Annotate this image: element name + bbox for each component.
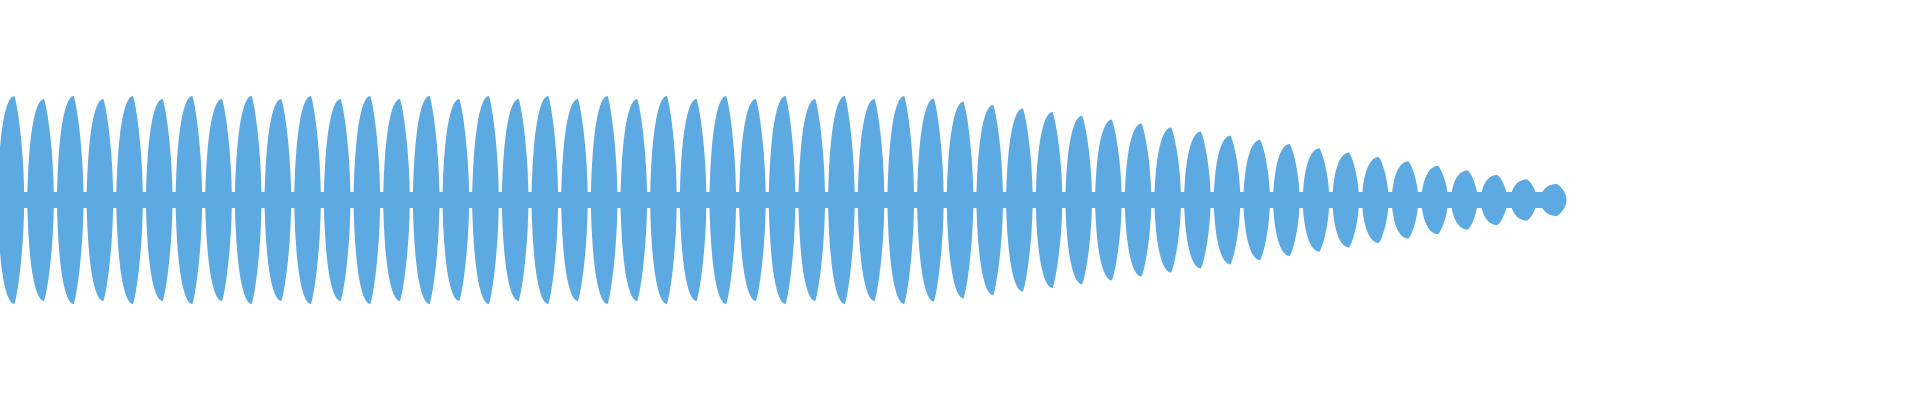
waveform-segment — [205, 99, 232, 301]
waveform-segment — [679, 99, 707, 301]
waveform-segment — [27, 99, 54, 301]
waveform-segment — [1124, 123, 1152, 277]
waveform-segment — [590, 96, 618, 304]
waveform-segment — [1302, 148, 1330, 252]
waveform-segment — [442, 99, 470, 301]
waveform-segment — [1213, 135, 1241, 265]
waveform-segment — [827, 96, 855, 304]
waveform-segment — [1421, 165, 1448, 235]
waveform-segment — [1035, 112, 1063, 288]
waveform-segment — [1539, 184, 1567, 216]
waveform-segment — [1094, 119, 1122, 281]
waveform-segment — [353, 96, 381, 304]
waveform-segment — [739, 99, 766, 301]
waveform-segment — [234, 96, 262, 304]
waveform-segment — [472, 96, 499, 304]
waveform-segment — [1272, 144, 1300, 256]
waveform-segment — [323, 99, 351, 301]
waveform-segment — [0, 96, 25, 304]
waveform-segment — [1154, 127, 1181, 273]
waveform-segment — [1332, 152, 1359, 248]
waveform-segment — [1183, 131, 1211, 269]
waveform-segment — [412, 96, 440, 304]
waveform-segment — [1391, 161, 1419, 239]
waveform-segment — [294, 96, 321, 304]
waveform-segment — [946, 101, 974, 299]
waveform-segment — [709, 96, 737, 304]
waveform-segment — [1065, 115, 1092, 285]
waveform-segment — [86, 99, 114, 301]
waveform-segment — [1480, 174, 1508, 226]
waveform-segment — [145, 99, 173, 301]
waveform-segment — [1243, 139, 1270, 261]
waveform-segment — [116, 96, 143, 304]
waveform-segment — [1361, 157, 1389, 243]
waveform-segment — [1510, 179, 1537, 221]
waveform-segment — [798, 99, 825, 301]
waveform-segment — [1450, 170, 1478, 230]
waveform-segment — [175, 96, 203, 304]
waveform-segment — [857, 99, 885, 301]
waveform-segment — [56, 96, 84, 304]
waveform-segment — [1005, 108, 1033, 292]
waveform-segment — [768, 96, 796, 304]
waveform-segment — [531, 96, 559, 304]
waveform-segment — [620, 99, 648, 301]
waveform-segment — [916, 98, 944, 302]
waveform-segment — [383, 99, 410, 301]
waveform-segment — [264, 99, 292, 301]
waveform-segment — [501, 99, 529, 301]
waveform-segment — [976, 104, 1003, 296]
waveform-segment — [561, 99, 588, 301]
waveform-segment — [650, 96, 677, 304]
waveform-segment — [887, 96, 914, 304]
